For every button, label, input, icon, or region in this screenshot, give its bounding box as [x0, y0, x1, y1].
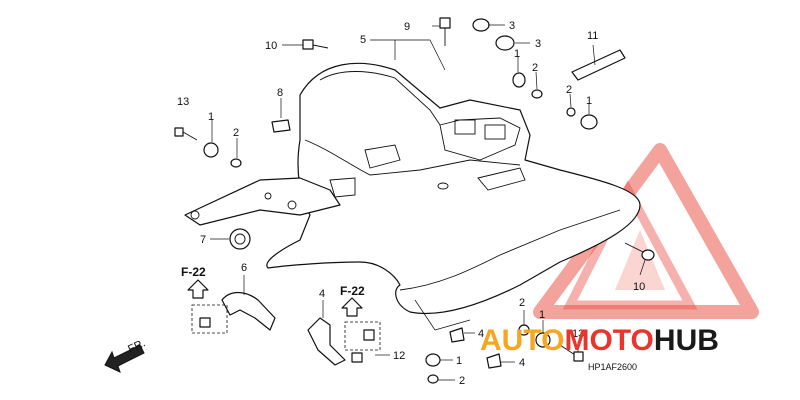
hardware-parts — [104, 17, 655, 384]
callout-13-left: 13 — [177, 96, 189, 108]
callout-10-left: 10 — [265, 40, 277, 52]
callout-5: 5 — [360, 34, 366, 46]
callout-4-a: 4 — [478, 328, 484, 340]
callout-2-e: 2 — [519, 297, 525, 309]
callout-9: 8 — [277, 87, 283, 99]
callout-1-d: 1 — [456, 355, 462, 367]
callout-12: 12 — [393, 350, 405, 362]
callout-10-top: 9 — [404, 21, 410, 33]
ref-label-f22-left: F-22 — [181, 265, 206, 279]
callout-2-b: 2 — [566, 84, 572, 96]
callout-11: 11 — [587, 30, 598, 42]
watermark-text: AUTOMOTOHUB — [480, 324, 719, 357]
callout-1-b: 1 — [586, 95, 592, 107]
callout-1-a: 1 — [514, 48, 520, 60]
callout-3-mid: 3 — [535, 38, 541, 50]
callout-2-d: 2 — [459, 375, 465, 387]
callout-10-right: 10 — [633, 281, 645, 293]
callout-1-e: 1 — [539, 309, 545, 321]
watermark-moto: MOTO — [564, 324, 653, 357]
fender-stay — [184, 177, 341, 226]
ref-label-f22-right: F-22 — [340, 284, 365, 298]
callout-8: 7 — [200, 234, 206, 246]
watermark-auto: AUTO — [480, 324, 564, 357]
rear-fender — [266, 62, 641, 315]
watermark-hub: HUB — [654, 324, 719, 357]
callout-3-top: 3 — [509, 20, 515, 32]
callout-2-a: 2 — [532, 62, 538, 74]
callout-1-c: 1 — [208, 111, 214, 123]
svg-text:AUTOMOTOHUB: AUTOMOTOHUB — [480, 324, 719, 357]
callout-2-c: 2 — [233, 127, 239, 139]
callout-13-right: 13 — [572, 328, 584, 340]
callout-6: 6 — [241, 262, 247, 274]
diagram-code: HP1AF2600 — [588, 362, 637, 372]
callout-7: 4 — [319, 288, 325, 300]
leader-lines — [210, 24, 646, 381]
callout-4-b: 4 — [519, 357, 525, 369]
callout-numbers: 9 3 10 5 3 11 1 2 2 1 8 13 1 2 7 10 F-22… — [126, 20, 645, 387]
